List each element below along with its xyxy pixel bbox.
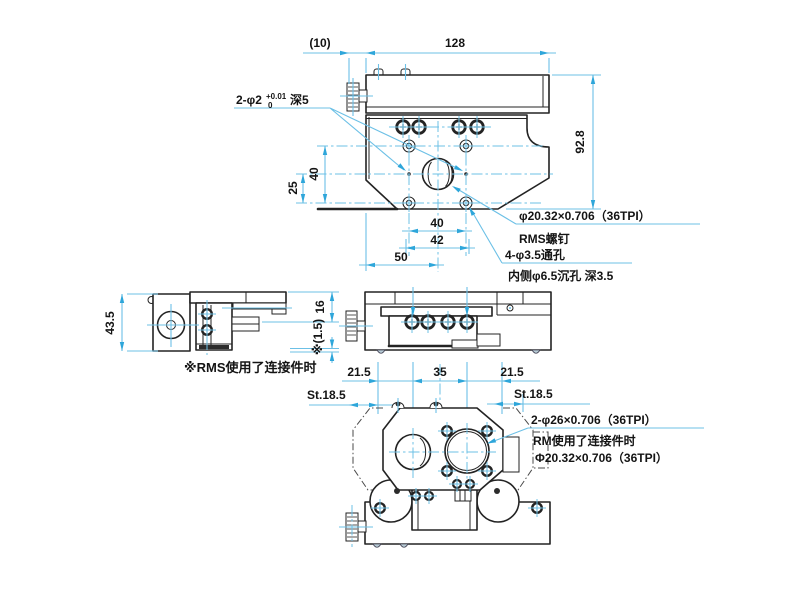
- note-thread26-text: 2-φ26×0.706（36TPI）: [531, 412, 657, 427]
- base-foot: [399, 543, 409, 548]
- note-rm-text: RM使用了连接件时: [533, 433, 636, 448]
- dim-16: 16: [262, 291, 339, 323]
- dim-92-8: 92.8: [573, 130, 587, 154]
- note-rms-thread: φ20.32×0.706（36TPI） RMS螺钉: [452, 186, 700, 246]
- base-foot: [372, 543, 382, 548]
- note-pin-tol-sub: 0: [268, 101, 273, 110]
- dim-25: 25: [286, 181, 300, 195]
- note-pin-tol-sup: +0.01: [266, 92, 287, 101]
- side-note-rms: ※RMS使用了连接件时: [184, 360, 317, 375]
- dim-40v: 40: [307, 167, 321, 181]
- top-view: (10) 128 92.8 40 25 40 42 50 2-φ2 +0.01 …: [234, 36, 700, 283]
- dim-bottom: 40 42 50: [359, 213, 475, 271]
- bottom-view: 2-φ26×0.706（36TPI） RM使用了连接件时 Φ20.32×0.70…: [339, 398, 704, 548]
- dim-1-5-text: ※(1.5): [311, 319, 325, 355]
- phantom-outline: [352, 407, 383, 491]
- note-rms-thread-text: φ20.32×0.706（36TPI）: [519, 208, 651, 223]
- side-top-bar: [189, 291, 287, 304]
- note-rm-thread-text: Φ20.32×0.706（36TPI）: [535, 450, 668, 465]
- note-pin-depth: 深5: [290, 92, 309, 107]
- side-bracket: [195, 302, 233, 351]
- dim-21-5-right: 21.5: [500, 365, 524, 379]
- dim-50: 50: [394, 250, 408, 264]
- body-outline: [365, 114, 550, 210]
- dim-1-5: ※(1.5): [290, 319, 339, 363]
- dim-ref10: (10): [309, 36, 330, 50]
- front-view: 21.5 35 21.5 St.18.5 St.18.5: [307, 287, 590, 490]
- side-view: 43.5 16 ※(1.5) ※RMS使用了连接件时: [103, 291, 339, 375]
- front-rail: [380, 306, 493, 317]
- dim-43-5: 43.5: [103, 293, 158, 352]
- dim-chain: 21.5 35 21.5: [342, 362, 540, 414]
- dim-42: 42: [430, 233, 444, 247]
- note-rms-screw-text: RMS螺钉: [519, 231, 570, 246]
- dim-21-5-left: 21.5: [347, 365, 371, 379]
- note-thread26: 2-φ26×0.706（36TPI） RM使用了连接件时 Φ20.32×0.70…: [487, 412, 704, 465]
- dim-16-text: 16: [313, 300, 327, 314]
- dim-left: 40 25: [286, 146, 328, 203]
- note-through-text: 4-φ3.5通孔: [505, 247, 565, 262]
- dim-st-right-text: St.18.5: [514, 387, 553, 401]
- focus-knob-icon: [346, 82, 368, 112]
- front-foot: [376, 349, 386, 354]
- dim-128: 128: [445, 36, 465, 50]
- note-cbore-text: 内侧φ6.5沉孔 深3.5: [508, 268, 614, 283]
- dim-top: (10) 128: [303, 36, 556, 84]
- front-foot: [531, 349, 541, 354]
- dim-st-left-text: St.18.5: [307, 388, 346, 402]
- note-pin-holes: 2-φ2 +0.01 0 深5: [234, 92, 463, 171]
- phantom-outline: [503, 407, 534, 491]
- dim-stroke-left: St.18.5: [307, 388, 396, 408]
- note-through-holes: 4-φ3.5通孔 内侧φ6.5沉孔 深3.5: [469, 207, 632, 283]
- dim-43-5-text: 43.5: [103, 311, 117, 335]
- dim-40h: 40: [430, 216, 444, 230]
- dim-stroke-right: St.18.5: [487, 387, 590, 412]
- note-pin-text: 2-φ2: [236, 93, 262, 107]
- dim-height: 92.8: [506, 74, 601, 210]
